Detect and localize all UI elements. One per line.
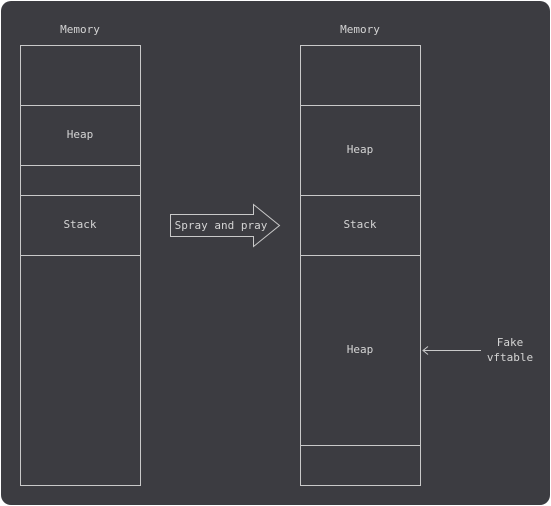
right-stack-label: Stack (343, 218, 376, 231)
spray-arrow: Spray and pray (170, 203, 281, 248)
fake-vftable-pointer: Fake vftable (422, 336, 533, 364)
left-stack-label: Stack (63, 218, 96, 231)
right-memory-title: Memory (340, 23, 380, 36)
right-heap-label-1: Heap (347, 143, 374, 156)
right-memory-box (300, 45, 421, 486)
left-memory-box (20, 45, 141, 486)
right-arrow-icon (170, 203, 281, 248)
left-memory-title: Memory (60, 23, 100, 36)
spray-label: Spray and pray (175, 219, 268, 232)
vftable-label: vftable (487, 351, 533, 364)
left-arrowhead-icon (422, 346, 429, 355)
right-memory-column: Memory Heap Stack Heap (300, 23, 421, 486)
left-heap-label: Heap (67, 128, 94, 141)
right-heap-label-2: Heap (347, 343, 374, 356)
left-memory-column: Memory Heap Stack (20, 23, 141, 486)
fake-label: Fake (497, 336, 524, 349)
